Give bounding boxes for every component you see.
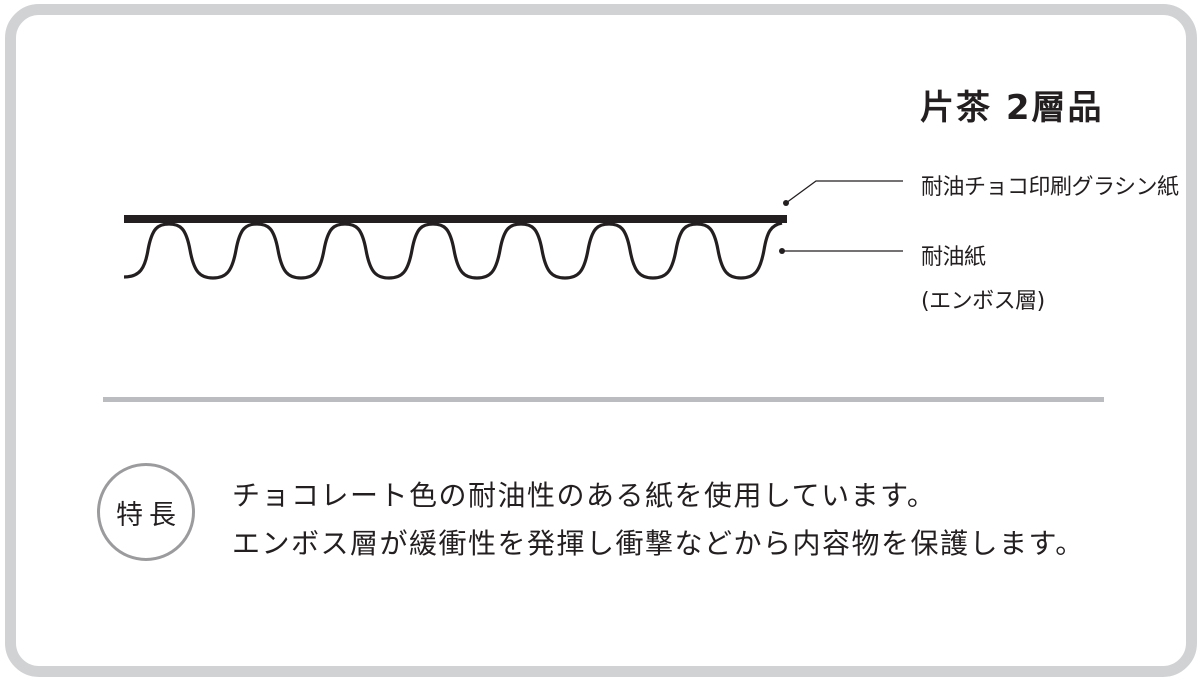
feature-line: チョコレート色の耐油性のある紙を使用しています。 [232,479,937,512]
feature-line: エンボス層が緩衝性を発揮し衝撃などから内容物を保護します。 [232,527,1085,560]
features-badge-label: 特長 [116,499,182,531]
section-divider [103,397,1104,402]
bottom-layer-label-line2: (エンボス層) [921,289,1045,314]
glassine-layer-bar [124,215,787,223]
features-text: チョコレート色の耐油性のある紙を使用しています。 エンボス層が緩衝性を発揮し衝撃… [232,472,1085,568]
product-title: 片茶 2層品 [920,88,1104,128]
embossed-wave-layer [123,221,783,280]
features-badge: 特長 [97,463,195,561]
top-layer-label: 耐油チョコ印刷グラシン紙 [921,175,1179,200]
leader-line-top [785,180,903,204]
card-frame [5,4,1197,677]
bottom-layer-label: 耐油紙 (エンボス層) [921,236,1045,324]
bottom-layer-label-line1: 耐油紙 [921,245,986,270]
